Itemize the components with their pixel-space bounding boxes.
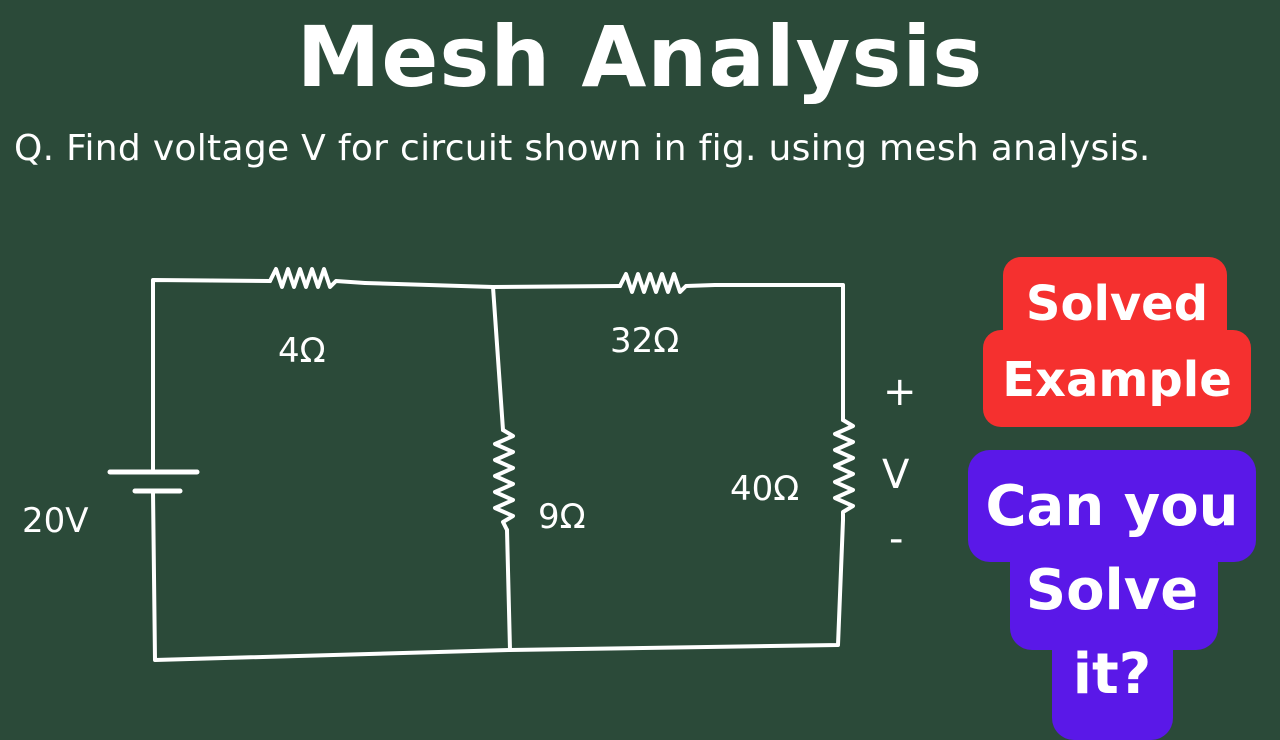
resistor-32ohm [618, 272, 717, 294]
question-text: Q. Find voltage V for circuit shown in f… [14, 128, 1151, 169]
wires [151, 278, 845, 662]
label-20v: 20V [22, 501, 89, 541]
badge-solved-text: Solved [1025, 276, 1209, 332]
resistor-40ohm [833, 418, 855, 522]
badge-example-text: Example [1002, 352, 1232, 408]
label-40ohm: 40Ω [730, 469, 799, 509]
battery-icon [107, 469, 200, 494]
label-32ohm: 32Ω [610, 321, 679, 361]
resistor-4ohm [268, 267, 367, 289]
resistor-9ohm [493, 428, 515, 532]
badge-solve-text: Solve [1025, 558, 1199, 623]
page-title: Mesh Analysis [296, 8, 984, 106]
label-minus: - [889, 516, 903, 562]
badge-it-text: it? [1072, 642, 1152, 707]
label-plus: + [883, 369, 917, 415]
label-4ohm: 4Ω [278, 331, 326, 371]
circuit-diagram: 4Ω 32Ω 9Ω 40Ω 20V + V - [22, 267, 917, 662]
badge-can-you-text: Can you [985, 474, 1239, 539]
label-9ohm: 9Ω [538, 497, 586, 537]
label-v: V [882, 452, 910, 498]
